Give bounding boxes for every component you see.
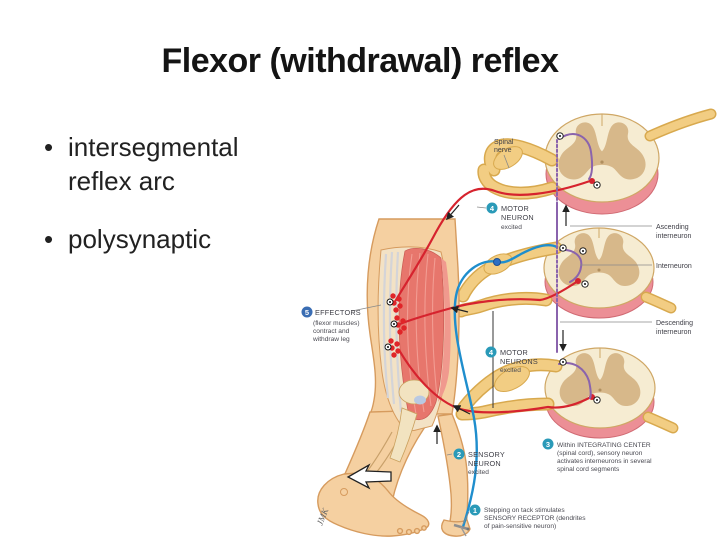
rear-leg [437,413,469,529]
svg-text:5: 5 [305,308,309,317]
diagram-labels: Spinal nerve Ascending interneuron Inter… [301,139,693,530]
sensory-cell-body [493,258,501,266]
step4b-label: NEURONS [500,357,538,366]
spinal-nerves [454,108,717,434]
synapse-markers [556,132,601,404]
motor-neuron-paths [394,178,595,414]
ascending-interneuron-label: interneuron [656,233,692,240]
step-1-badge [469,504,481,516]
spinal-cord-sections [543,113,660,439]
step3-label: Within INTEGRATING CENTER [557,442,651,449]
step5-label: withdraw leg [312,336,350,343]
step-5-badge [301,306,313,318]
interneuron-label: Interneuron [656,263,692,270]
step1-label: of pain-sensitive neuron) [484,523,556,530]
step-4-badge [485,346,497,358]
descending-interneuron-label: interneuron [656,329,692,336]
step-4-badge [486,202,498,214]
step1-label: SENSORY RECEPTOR (dendrites [484,515,586,522]
tack [453,523,470,537]
step2-label: NEURON [468,459,501,468]
step4a-label: excited [501,224,522,231]
svg-text:3: 3 [546,440,550,449]
step5-label: EFFECTORS [315,308,361,317]
step5-label: (flexor muscles) [313,320,360,327]
step3-label: activates interneurons in several [557,458,652,465]
tibia-bone [389,407,418,463]
svg-text:1: 1 [473,506,477,515]
step5-label: contract and [313,328,350,335]
direction-arrows [346,204,570,490]
step4b-label: excited [500,367,521,374]
ascending-interneuron-label: Ascending [656,224,689,231]
withdrawn-foot [317,472,430,537]
leg-illustration: JMK [315,218,471,537]
withdrawal-arrow [346,463,392,490]
step1-label: Stepping on tack stimulates [484,507,565,514]
page-title: Flexor (withdrawal) reflex [161,42,560,80]
bullet-list: intersegmental reflex arc polysynaptic [38,130,280,280]
effector-junctions [384,293,407,358]
bullet-item: intersegmental reflex arc [38,130,280,198]
interneuron-paths [556,132,601,404]
step3-label: (spinal cord), sensory neuron [557,450,643,457]
spinal-nerve-label: Spinal [494,139,514,146]
sensory-neuron-path [453,244,559,529]
step4a-label: MOTOR [501,204,529,213]
step-2-badge [453,448,465,460]
step2-label: excited [468,469,489,476]
step3-label: spinal cord segments [557,466,620,473]
svg-text:4: 4 [489,348,494,357]
bullet-text: polysynaptic [68,224,212,254]
spinal-nerve-label: nerve [494,147,512,154]
svg-text:2: 2 [457,450,461,459]
bullet-item: polysynaptic [38,222,280,256]
step-3-badge [542,438,554,450]
step4b-label: MOTOR [500,348,528,357]
descending-interneuron-label: Descending [656,320,693,327]
step4a-label: NEURON [501,213,534,222]
bullet-text: intersegmental reflex arc [68,132,239,196]
reflex-diagram: JMK [301,108,717,537]
muscle-cutaway [377,246,451,463]
step2-label: SENSORY [468,450,505,459]
svg-text:4: 4 [490,204,495,213]
